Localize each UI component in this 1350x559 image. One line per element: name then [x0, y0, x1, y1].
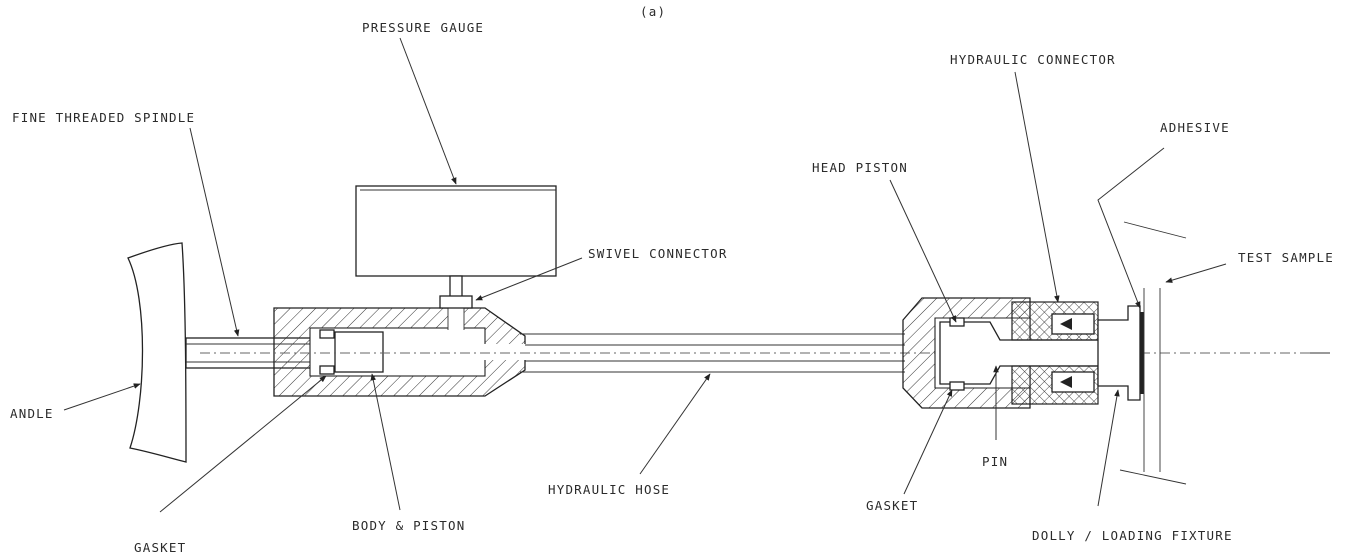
label-test-sample: TEST SAMPLE: [1238, 250, 1334, 265]
label-pin: PIN: [982, 454, 1008, 469]
label-swivel-connector: SWIVEL CONNECTOR: [588, 246, 728, 261]
leader-hydraulic-connector: [1014, 71, 1060, 303]
leader-handle: [63, 383, 141, 411]
hydraulic-connector: [1011, 301, 1099, 405]
leader-body-piston: [370, 373, 401, 511]
body-piston: [334, 331, 384, 373]
label-adhesive: ADHESIVE: [1160, 120, 1230, 135]
gasket-left-bottom: [319, 365, 335, 375]
swivel-connector: [439, 295, 473, 309]
label-pressure-gauge: PRESSURE GAUGE: [362, 20, 484, 35]
leader-adhesive: [1097, 147, 1165, 309]
label-gasket-right: GASKET: [866, 498, 918, 513]
hydraulic-hose: [520, 333, 905, 373]
dolly: [1097, 305, 1141, 401]
leader-head-piston: [889, 179, 957, 323]
leader-spindle: [189, 127, 240, 337]
leader-test-sample: [1165, 263, 1227, 283]
label-head-piston: HEAD PISTON: [812, 160, 908, 175]
label-gasket-left: GASKET: [134, 540, 186, 555]
label-body-piston: BODY & PISTON: [352, 518, 465, 533]
test-sample: [1119, 221, 1330, 485]
leader-gasket-right: [903, 389, 953, 495]
leader-pressure-gauge: [399, 37, 457, 185]
label-fine-threaded-spindle: FINE THREADED SPINDLE: [12, 110, 195, 125]
pump-body: [273, 296, 530, 397]
leader-swivel: [475, 257, 583, 301]
label-handle: ANDLE: [10, 406, 54, 421]
label-hydraulic-hose: HYDRAULIC HOSE: [548, 482, 670, 497]
adhesive-layer: [1140, 312, 1144, 394]
label-hydraulic-connector: HYDRAULIC CONNECTOR: [950, 52, 1116, 67]
panel-label: (a): [640, 4, 666, 19]
handle: [127, 242, 187, 463]
gasket-right-top: [949, 317, 965, 327]
leader-dolly: [1097, 389, 1120, 507]
label-dolly: DOLLY / LOADING FIXTURE: [1032, 528, 1233, 543]
gasket-left-top: [319, 329, 335, 339]
pressure-gauge: [355, 185, 557, 299]
gasket-right-bottom: [949, 381, 965, 391]
leader-hydraulic-hose: [639, 373, 711, 475]
leader-gasket-left: [159, 375, 327, 513]
